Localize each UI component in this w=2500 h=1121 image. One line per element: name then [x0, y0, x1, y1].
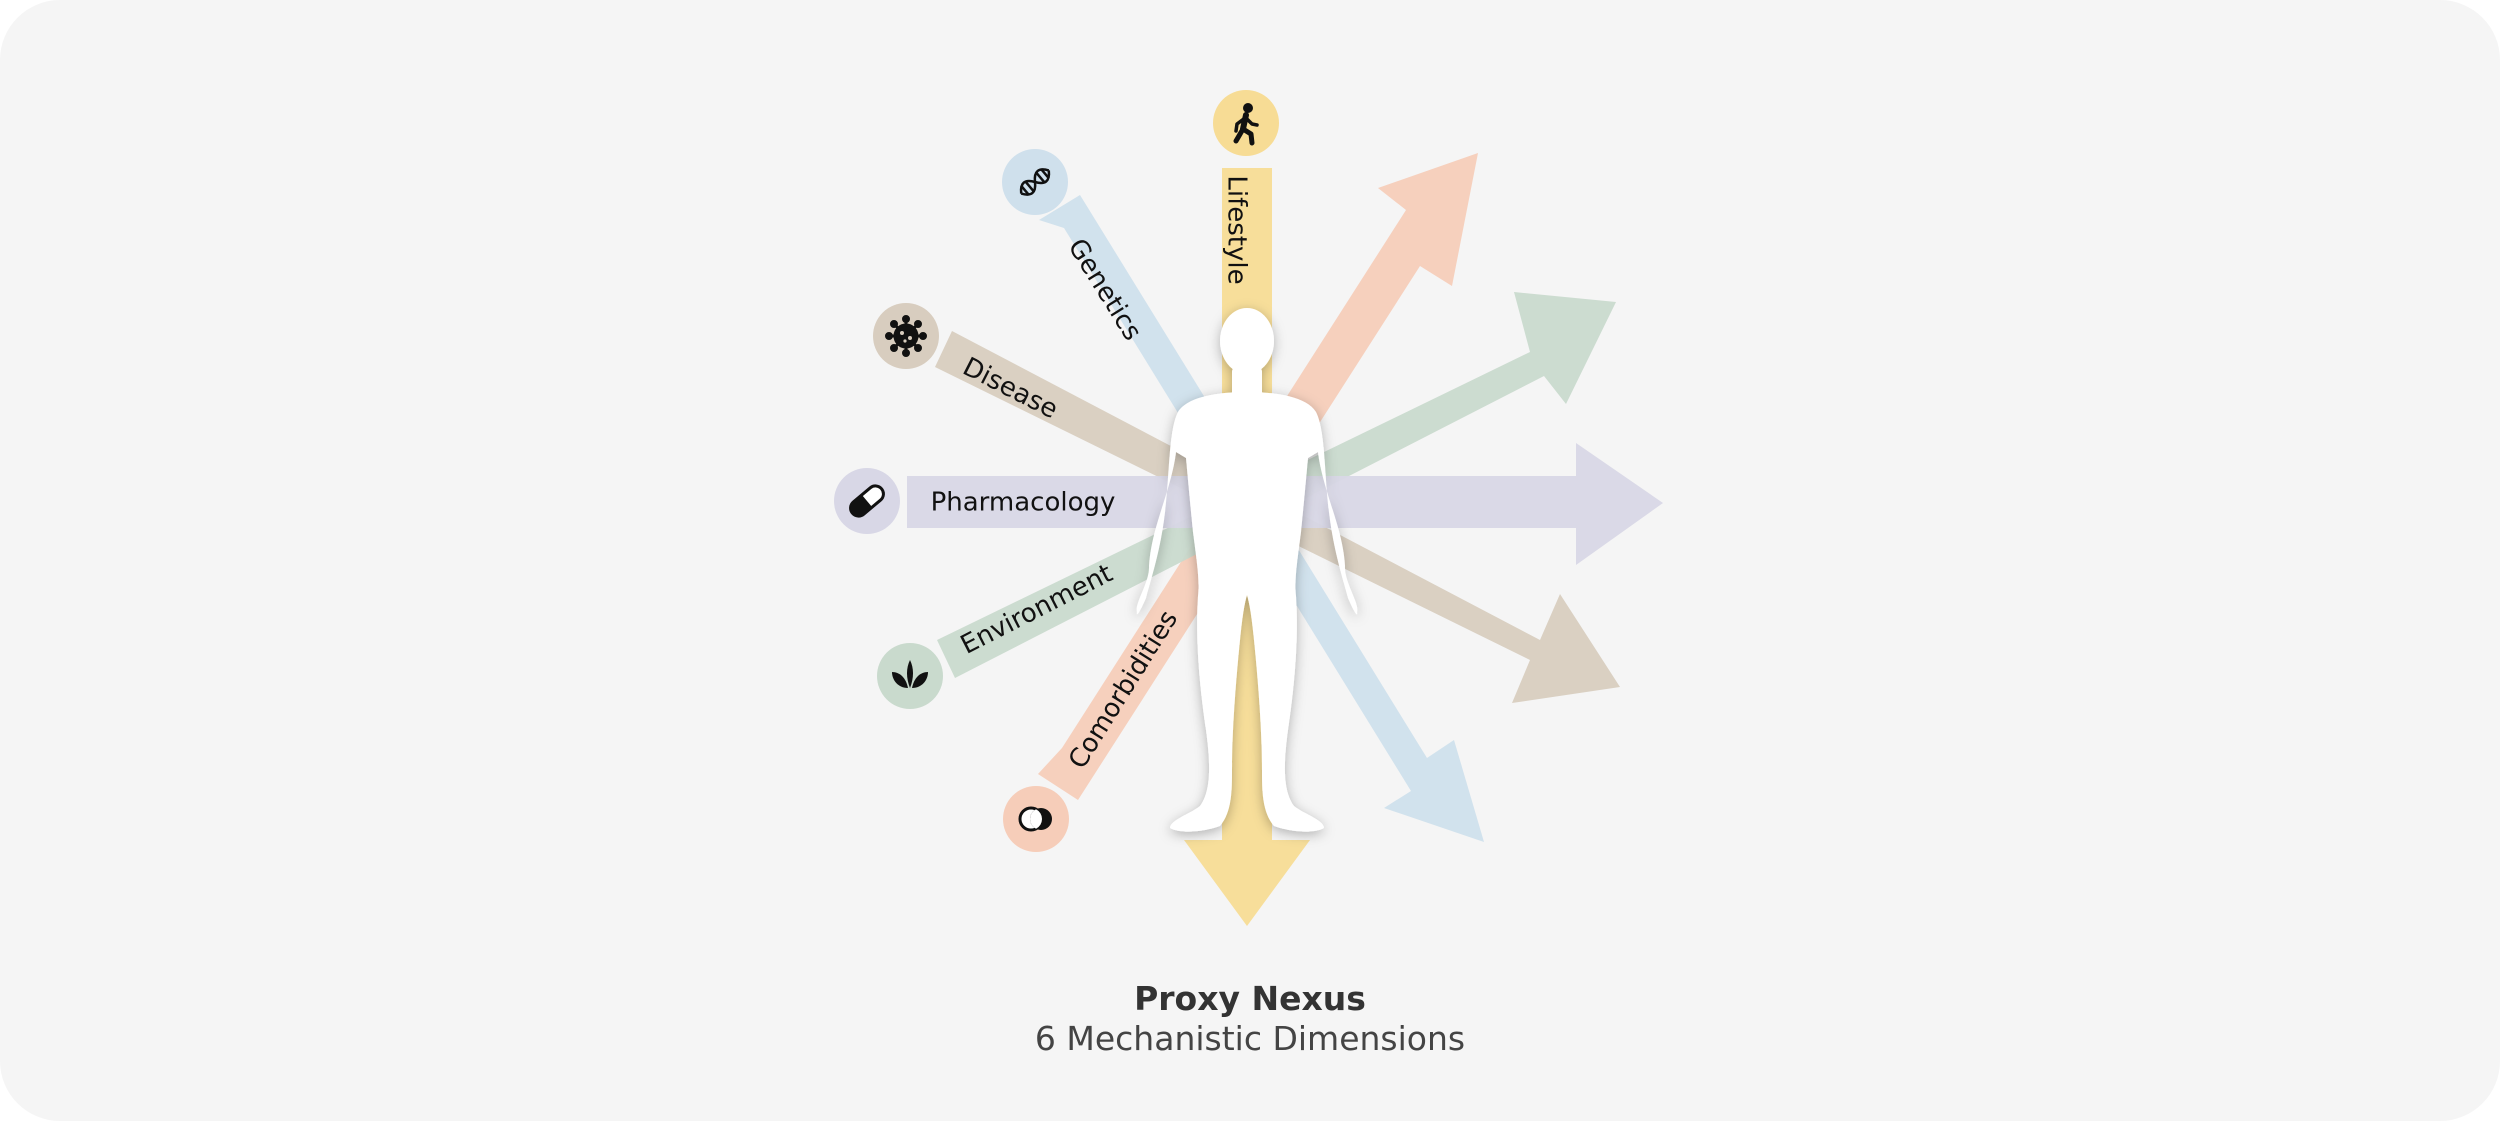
- diagram-title: Proxy Nexus: [1134, 979, 1366, 1018]
- environment-icon-badge: [877, 643, 943, 709]
- virus-icon: [887, 317, 926, 356]
- lifestyle-icon-badge: [1213, 90, 1279, 156]
- genetics-icon-badge: [1002, 149, 1068, 215]
- overlap-circles-icon: [1020, 808, 1052, 830]
- comorbidities-label: Comorbidities: [1063, 605, 1184, 774]
- comorbidities-icon-badge: [1003, 786, 1069, 852]
- pharmacology-icon-badge: [834, 468, 900, 534]
- diagram-subtitle: 6 Mechanistic Dimensions: [1035, 1019, 1465, 1058]
- pharmacology-label: Pharmacology: [931, 488, 1116, 518]
- lifestyle-label: Lifestyle: [1222, 175, 1252, 284]
- environment-label: Environment: [956, 559, 1118, 661]
- disease-icon-badge: [873, 303, 939, 369]
